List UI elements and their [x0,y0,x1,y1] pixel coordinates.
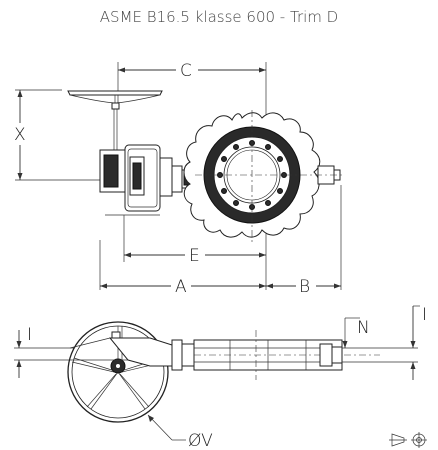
handwheel-top [67,90,163,150]
label-x: X [14,125,26,145]
dimension-a: A [100,277,266,297]
dimension-ov: ØV [147,414,213,450]
drawing-title: ASME B16.5 klasse 600 - Trim D [99,8,339,26]
dimension-i-right: I [342,305,427,380]
gearbox [99,144,203,216]
dimension-x: X [14,89,100,181]
dimension-n: N [342,317,370,348]
valve-body [183,110,345,245]
label-n: N [357,318,370,338]
label-a: A [175,277,187,297]
projection-symbol-icon [389,432,427,448]
label-i-left: I [27,325,32,345]
label-b: B [299,277,310,297]
label-i-right: I [422,305,427,325]
label-e: E [189,246,200,266]
label-ov: ØV [188,431,213,450]
dimension-c: C [118,61,266,81]
label-c: C [180,61,192,81]
dimension-b: B [266,277,341,297]
dimension-e: E [124,246,266,266]
handwheel-side [67,321,195,423]
valve-body-side [193,330,380,380]
